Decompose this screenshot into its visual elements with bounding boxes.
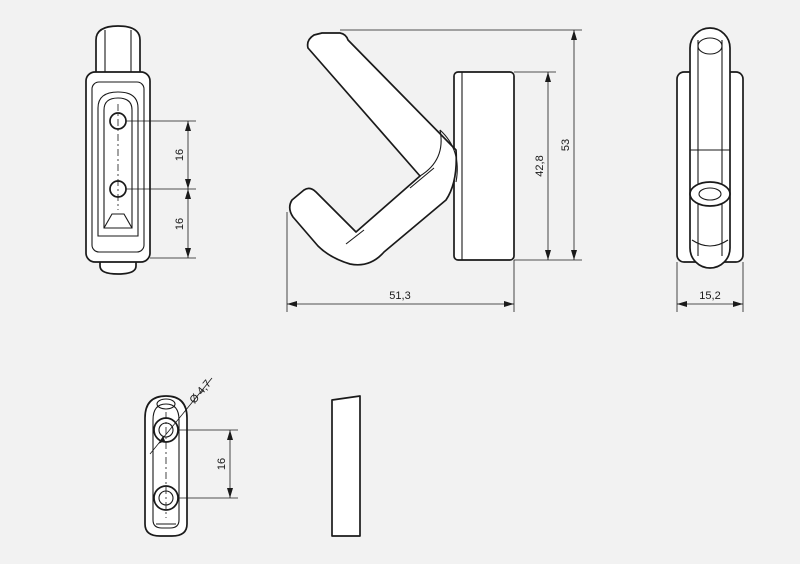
bottom-plate-inner <box>152 403 180 529</box>
dim-label-width: 51,3 <box>389 290 410 302</box>
arrow <box>185 179 191 189</box>
front-slot-frame <box>97 91 139 237</box>
arrow <box>571 30 577 40</box>
arrow <box>158 436 165 444</box>
arrow <box>227 488 233 498</box>
front-plate-bevel <box>91 81 145 253</box>
arrow <box>545 250 551 260</box>
dim-label-diameter: Ø 4,7 <box>187 378 213 406</box>
arrow <box>227 430 233 440</box>
arrow <box>185 189 191 199</box>
arrow <box>571 250 577 260</box>
dim-label-front-upper: 16 <box>174 149 186 161</box>
side-view <box>288 32 515 266</box>
right-hook-lower-inner <box>698 187 722 201</box>
dim-label-total-height: 53 <box>560 139 572 151</box>
arrow <box>733 301 743 307</box>
side-hook-arm <box>288 32 458 266</box>
side-hook-outer-contour <box>439 129 458 183</box>
front-dimensions: 16 16 <box>126 120 196 259</box>
bottom-top-notch <box>156 398 176 410</box>
dim-label-right-width: 15,2 <box>699 290 720 302</box>
arrow <box>504 301 514 307</box>
right-hook-body <box>689 27 731 269</box>
right-hook-lower-bend <box>689 181 731 207</box>
right-view <box>676 27 744 269</box>
arrow <box>677 301 687 307</box>
right-hook-top-end <box>697 37 723 55</box>
arrow <box>185 248 191 258</box>
dim-label-inner-height: 42,8 <box>534 155 546 176</box>
right-dimensions: 15,2 <box>676 262 744 312</box>
front-bottom-wedge <box>103 213 133 229</box>
arrow <box>185 121 191 131</box>
front-slot-inner <box>103 97 133 229</box>
side-hook-inner-contour <box>419 129 442 177</box>
side-hook-joint-line <box>409 167 435 189</box>
thin-plate-outline <box>331 395 361 537</box>
thin-plate-view <box>331 395 361 537</box>
bottom-plate-view <box>144 395 188 537</box>
right-hook-bottom-curve <box>691 239 729 247</box>
arrow <box>545 72 551 82</box>
arrow <box>287 301 297 307</box>
side-mounting-plate <box>453 71 515 261</box>
front-top-cap <box>95 25 141 75</box>
dim-label-front-lower: 16 <box>174 218 186 230</box>
side-hook-bend-line <box>345 229 365 245</box>
side-dimensions: 42,8 53 51,3 <box>286 29 582 312</box>
dim-label-bottom-spacing: 16 <box>216 458 228 470</box>
front-view <box>85 25 151 275</box>
